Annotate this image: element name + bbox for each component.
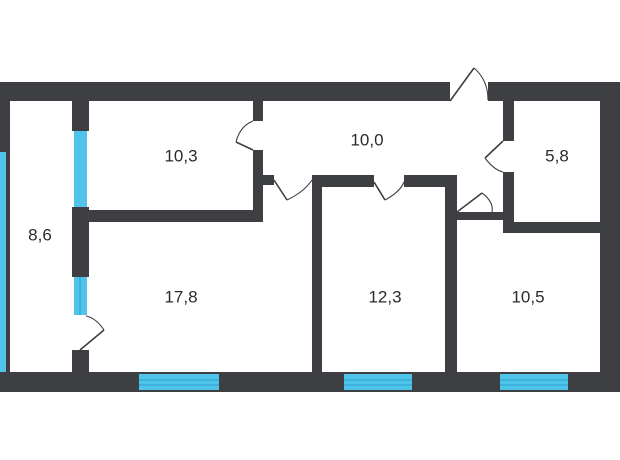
bedroom-divider-wall — [445, 175, 457, 372]
area-bathroom: 5,8 — [545, 146, 569, 165]
door-bedroom-middle — [373, 181, 405, 201]
hall-bottom-wall-c — [404, 175, 456, 187]
room-10-3-right-wall-top — [253, 101, 263, 121]
corridor-wall-bottom — [72, 350, 89, 372]
door-room-10-3 — [235, 120, 254, 151]
room-labels: 8,6 10,3 10,0 5,8 17,8 12,3 10,5 — [28, 130, 569, 306]
entrance-door — [449, 67, 489, 102]
outer-walls — [0, 82, 620, 392]
door-bathroom — [484, 140, 504, 173]
doors — [79, 67, 504, 351]
bedroom-right-top-wall — [457, 212, 503, 220]
window-room-10-3 — [74, 131, 87, 207]
corridor-wall-top — [72, 101, 89, 131]
area-room-top-left: 10,3 — [164, 146, 197, 165]
window-living-room — [139, 374, 219, 390]
bathroom-left-wall-top — [503, 101, 514, 141]
room-10-3-right-wall-bottom — [253, 150, 263, 222]
door-living-room — [273, 179, 313, 201]
top-wall-right — [488, 82, 620, 101]
window-left-long — [0, 152, 6, 372]
hall-bottom-wall-b — [312, 175, 374, 187]
area-hall: 10,0 — [350, 130, 383, 149]
living-bedroom-wall — [312, 175, 322, 372]
room-10-3-bottom-wall — [89, 210, 262, 222]
hall-bottom-wall-a — [262, 175, 274, 185]
area-living-room: 17,8 — [164, 287, 197, 306]
window-bedroom-right — [500, 374, 568, 390]
windows — [0, 131, 568, 390]
window-bedroom-middle — [344, 374, 412, 390]
bathroom-left-wall-bottom — [503, 172, 514, 232]
bathroom-bottom-wall — [503, 222, 600, 233]
area-bedroom-right: 10,5 — [511, 287, 544, 306]
area-corridor-left: 8,6 — [28, 225, 52, 244]
interior-walls — [72, 101, 600, 372]
area-bedroom-middle: 12,3 — [368, 287, 401, 306]
door-bedroom-right — [456, 192, 493, 213]
top-wall-left — [0, 82, 450, 101]
corridor-wall-mid — [72, 207, 89, 277]
right-wall — [600, 82, 620, 392]
door-corridor-living — [79, 315, 105, 351]
